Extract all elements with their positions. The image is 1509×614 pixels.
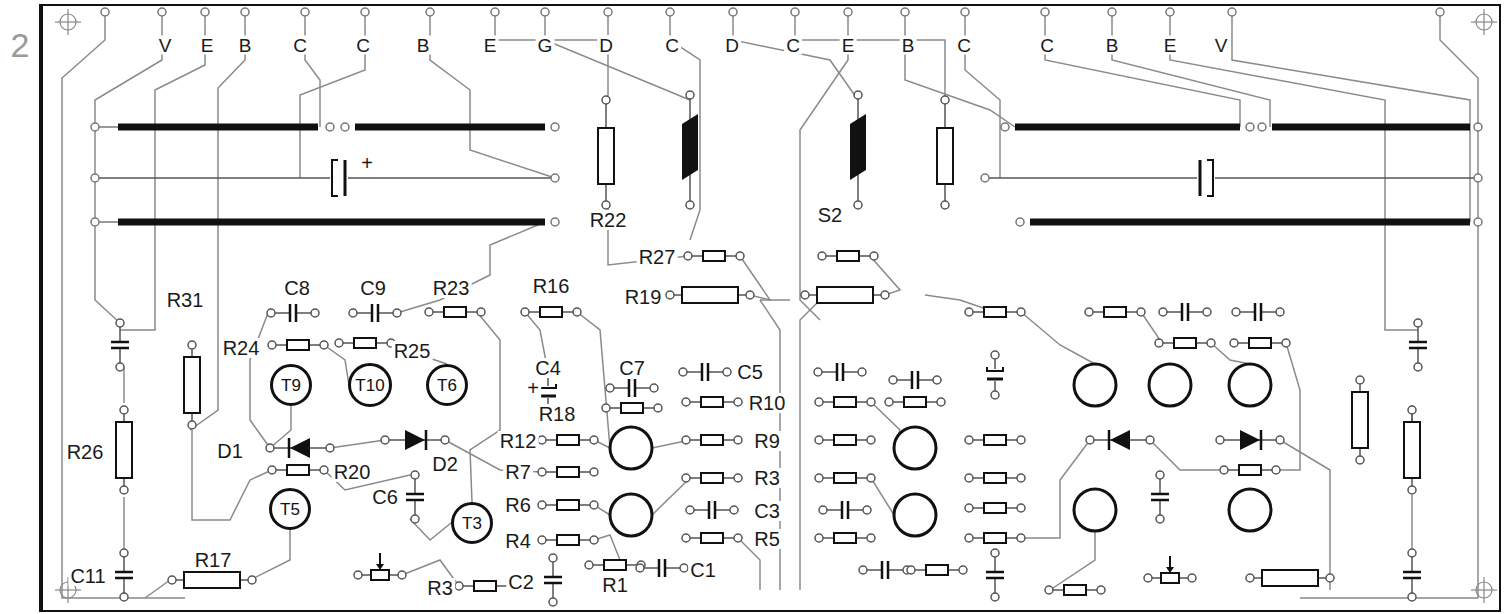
part-label: C1 [688, 560, 718, 580]
part-label: C3 [752, 501, 782, 521]
terminal-letter: V [157, 36, 174, 55]
terminal-letter: C [1038, 36, 1056, 55]
part-label: R27 [637, 247, 678, 267]
transistor-name: T3 [462, 515, 482, 532]
part-label: R4 [503, 531, 533, 551]
part-label: R16 [531, 276, 572, 296]
transistor-name: T6 [437, 377, 457, 394]
part-label: D1 [215, 441, 245, 461]
part-label: R7 [503, 462, 533, 482]
terminal-letter: B [1104, 36, 1121, 55]
part-label: R25 [392, 341, 433, 361]
part-label: R23 [431, 278, 472, 298]
terminal-letter: B [415, 36, 432, 55]
part-label: R5 [752, 529, 782, 549]
part-label: R1 [600, 575, 630, 595]
part-label: R31 [165, 290, 206, 310]
part-label: R20 [332, 462, 373, 482]
transistor-name: T9 [281, 377, 301, 394]
part-label: R17 [193, 550, 234, 570]
sheet-number: 2 [9, 28, 32, 62]
part-label: C5 [735, 362, 765, 382]
part-label: R24 [221, 338, 262, 358]
part-label: R10 [747, 393, 788, 413]
transistor-circle: T9 [270, 364, 312, 406]
terminal-letter: E [199, 36, 216, 55]
part-label: R18 [537, 404, 578, 424]
part-label: S2 [816, 205, 844, 225]
part-label: D2 [430, 454, 460, 474]
part-label: C9 [358, 278, 388, 298]
terminal-letter: B [900, 36, 917, 55]
part-label: C8 [282, 278, 312, 298]
part-label: C7 [617, 358, 647, 378]
terminal-letter: V [1213, 36, 1230, 55]
terminal-letter: C [354, 36, 372, 55]
part-label: R22 [588, 210, 629, 230]
transistor-name: T10 [355, 377, 384, 394]
part-label: R26 [65, 442, 106, 462]
terminal-letter: C [663, 36, 681, 55]
transistor-circle: T3 [451, 502, 493, 544]
transistor-name: T5 [280, 501, 300, 518]
terminal-letter: B [237, 36, 254, 55]
transistor-circle: T5 [269, 488, 311, 530]
terminal-letter: E [840, 36, 857, 55]
terminal-letter: C [955, 36, 973, 55]
terminal-letter: C [784, 36, 802, 55]
part-label: C4 [533, 358, 563, 378]
part-label: R9 [752, 431, 782, 451]
terminal-letter: D [723, 36, 741, 55]
part-label: C6 [370, 487, 400, 507]
part-label: R12 [498, 431, 539, 451]
part-label: C2 [506, 572, 536, 592]
polarity-mark: + [525, 378, 541, 398]
terminal-letter: D [597, 36, 615, 55]
part-label: R3 [752, 468, 782, 488]
part-label: R19 [623, 287, 664, 307]
transistor-circle: T10 [348, 363, 392, 407]
terminal-letter: G [536, 36, 555, 55]
part-label: R6 [503, 495, 533, 515]
terminal-letter: E [1162, 36, 1179, 55]
part-label: C11 [68, 566, 107, 586]
part-label: R3 [425, 578, 455, 598]
polarity-mark: + [359, 153, 375, 173]
terminal-letter: E [482, 36, 499, 55]
terminal-letter: C [291, 36, 309, 55]
transistor-circle: T6 [426, 364, 468, 406]
